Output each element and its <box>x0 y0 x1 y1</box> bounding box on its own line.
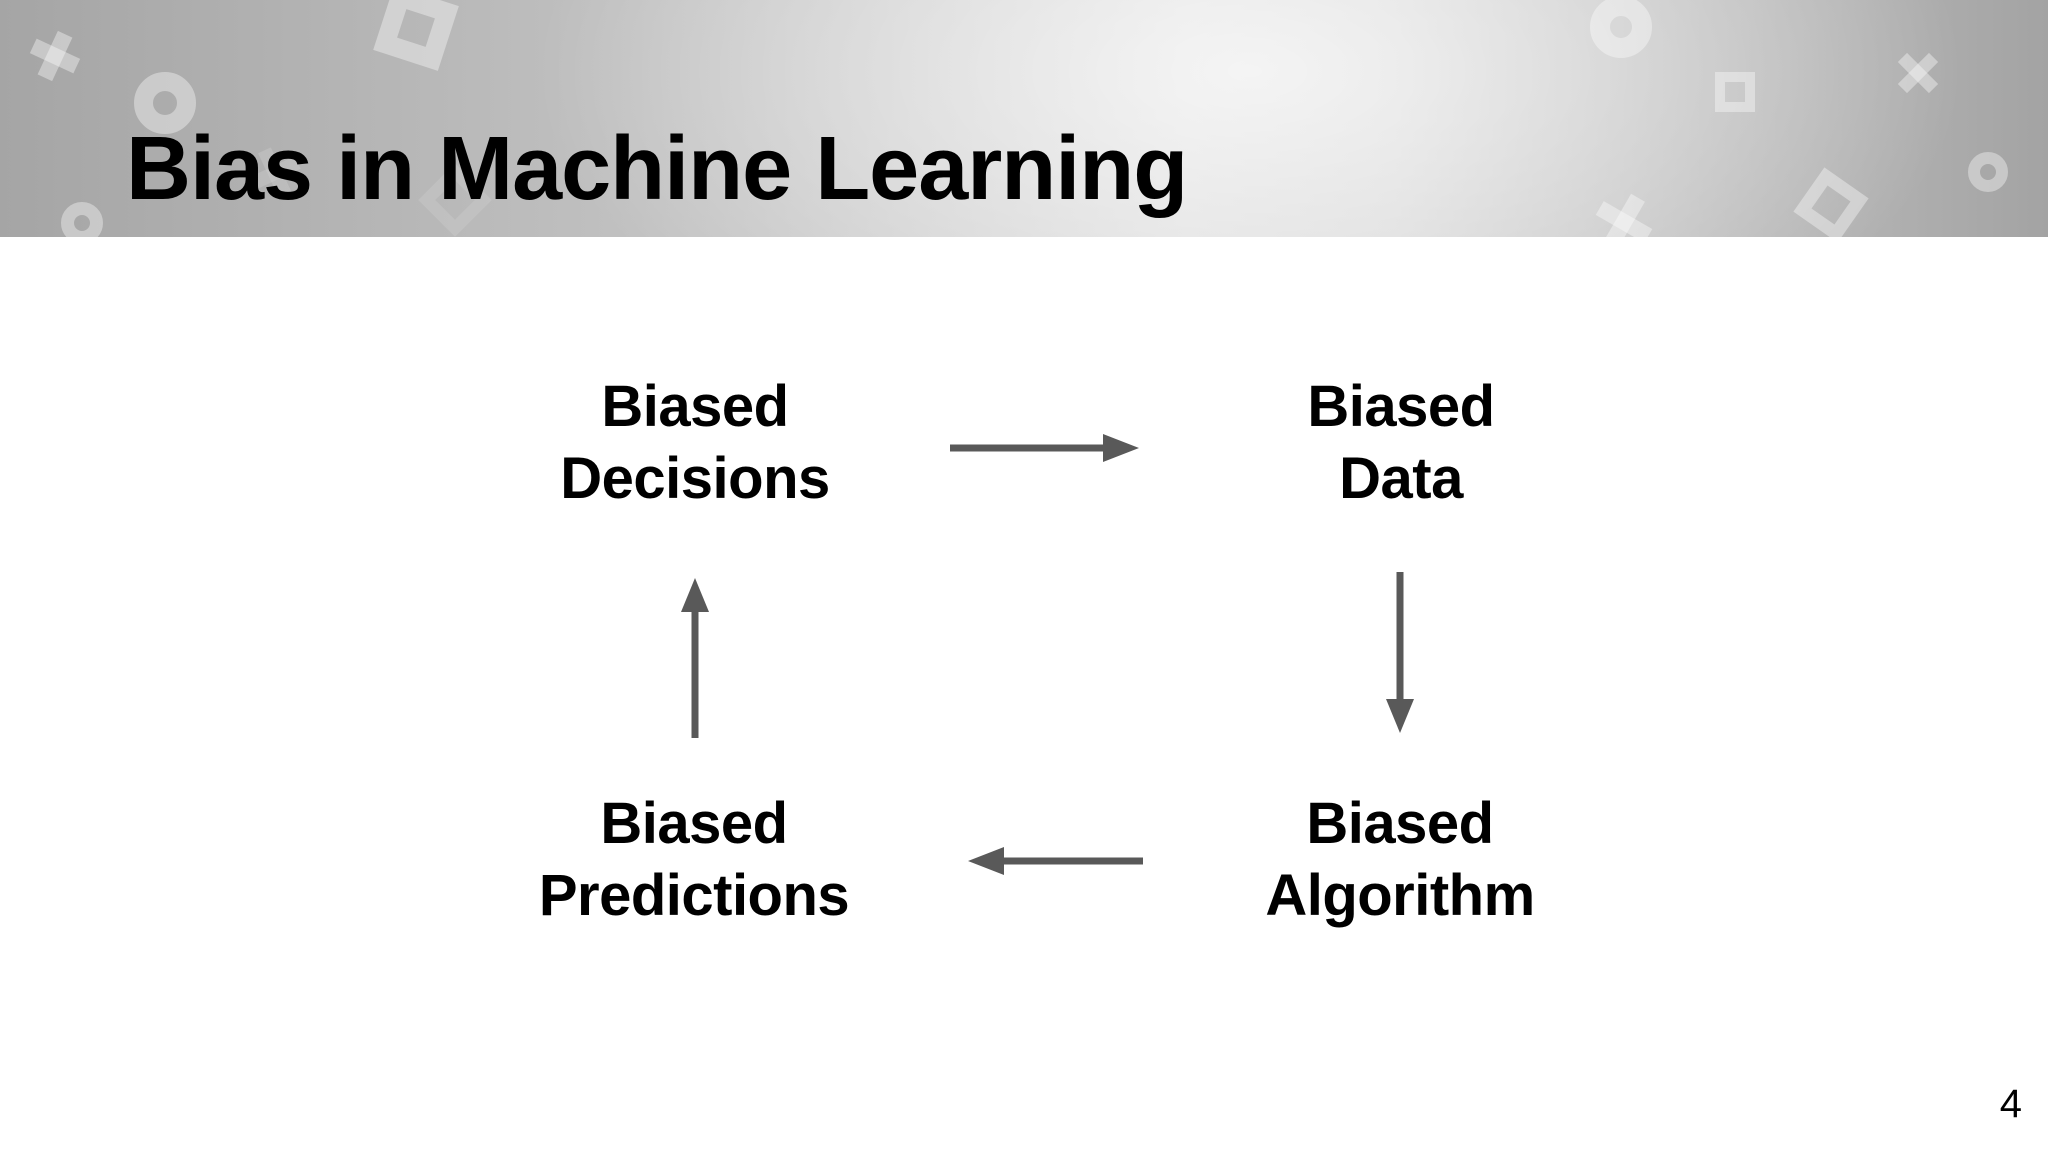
donut-icon <box>1968 152 2008 192</box>
plus-icon <box>29 30 81 82</box>
arrow-up-icon <box>681 578 709 738</box>
x-icon <box>1897 52 1939 94</box>
node-biased-data: Biased Data <box>1307 374 1495 511</box>
diamond-outline-icon <box>1793 167 1869 237</box>
square-outline-icon <box>1715 72 1755 112</box>
arrow-right-icon <box>950 434 1139 462</box>
donut-icon <box>1590 0 1652 58</box>
x-icon <box>249 147 301 199</box>
square-outline-icon <box>373 0 459 71</box>
node-biased-predictions: Biased Predictions <box>538 791 850 928</box>
header-decorative-shapes <box>29 0 2008 237</box>
arrow-left-icon <box>968 847 1143 875</box>
donut-icon <box>134 72 196 134</box>
donut-icon <box>61 202 103 237</box>
node-biased-decisions: Biased Decisions <box>560 374 830 511</box>
page-number: 4 <box>1999 1082 2022 1126</box>
diamond-outline-icon <box>418 163 492 237</box>
arrow-down-icon <box>1386 572 1414 733</box>
node-biased-algorithm: Biased Algorithm <box>1265 791 1535 928</box>
header-band: Bias in Machine Learning <box>0 0 2048 237</box>
x-icon <box>1595 193 1653 237</box>
slide-title: Bias in Machine Learning <box>126 119 1188 219</box>
